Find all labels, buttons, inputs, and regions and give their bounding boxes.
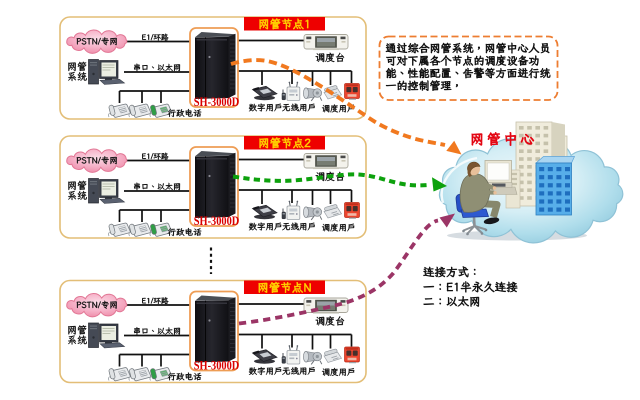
svg-text:SH-3000D: SH-3000D [194,95,240,109]
